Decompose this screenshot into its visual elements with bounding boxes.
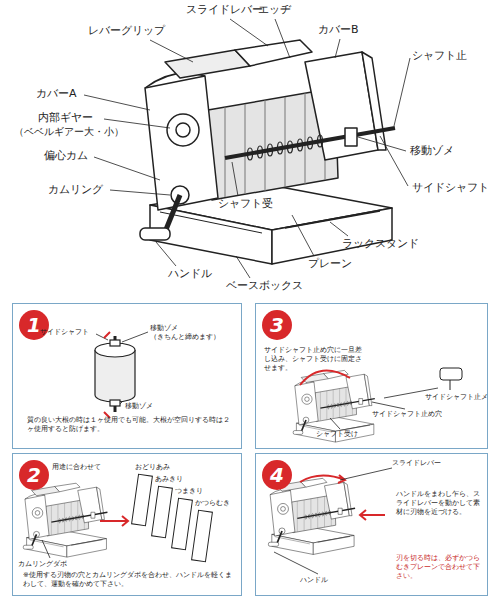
- part-label: 内部ギヤー: [38, 112, 93, 125]
- part-label: ラックスタンド: [342, 238, 419, 251]
- step-number: 4: [262, 460, 292, 490]
- part-label: 移動ゾメ: [125, 402, 153, 410]
- part-label: レバーグリップ: [88, 25, 165, 38]
- part-label: サイドシャフト止メ: [425, 393, 488, 401]
- instruction-text: ※使用する刃物の穴とカムリングダボを合わせ、ハンドルを軽くまわして、運動を確かめ…: [23, 571, 235, 589]
- part-label: シャフト止: [412, 50, 467, 63]
- instruction-text: 刃を切る時は、必ずかつらむきプレーンで合わせて下さい。: [396, 554, 484, 581]
- part-label: サイドシャフト: [40, 328, 89, 336]
- part-label: カバーB: [318, 24, 359, 37]
- instruction-text: サイドシャフト止め穴に一旦差し込み、シャフト受けに固定させます。: [264, 346, 364, 373]
- panel4-machine: [268, 478, 355, 554]
- part-label: スライドレバー: [392, 459, 441, 467]
- part-label: シャフト受け: [316, 430, 358, 438]
- panel4-arrows: [274, 468, 392, 574]
- panel-grounds: [12, 303, 488, 596]
- callout-number: 2: [27, 463, 41, 487]
- part-label: 偏心カム: [44, 150, 88, 163]
- panel2-machine: [23, 483, 107, 557]
- part-label: ハンドル: [300, 576, 328, 584]
- panel2-blades: [42, 474, 212, 561]
- part-label: 移動ゾメ: [410, 145, 454, 158]
- panel3-machine: [293, 370, 375, 442]
- part-label: 用途に合わせて: [52, 463, 101, 471]
- part-label: かつらむき: [195, 499, 230, 507]
- part-label: つまきり: [175, 487, 203, 495]
- callout-number: 4: [270, 463, 284, 487]
- callout-number: 1: [27, 313, 41, 337]
- part-label: おどりあみ: [135, 463, 170, 471]
- instruction-text: 質の良い大根の時は１ヶ使用でも可能。大根が空回りする時は２ヶ使用すると防げます。: [27, 416, 232, 434]
- part-label: （きちんと締めます）: [150, 334, 220, 341]
- part-label: プレーン: [308, 258, 352, 271]
- machine-drawing: [140, 40, 395, 264]
- part-label: シャフト受: [218, 198, 273, 211]
- part-label: あみきり: [155, 475, 183, 483]
- part-label: サイドシャフト: [412, 182, 489, 195]
- step-panel: ハンドルをまわし乍ら、スライドレバーを動かして素材に刃物を近づける。刃を切る時は…: [255, 453, 488, 596]
- callout-number: 3: [270, 313, 284, 337]
- instruction-text: ハンドルをまわし乍ら、スライドレバーを動かして素材に刃物を近づける。: [396, 490, 484, 517]
- part-label: サイドシャフト止め穴: [372, 410, 442, 418]
- part-label: カバーA: [36, 88, 77, 101]
- part-label: カムリング: [48, 184, 103, 197]
- part-label: ハンドル: [168, 268, 212, 281]
- step-panel: 質の良い大根の時は１ヶ使用でも可能。大根が空回りする時は２ヶ使用すると防げます。…: [12, 303, 242, 449]
- part-label: （ベベルギアー大・小）: [14, 126, 124, 138]
- part-label: 移動ゾメ: [150, 324, 178, 332]
- step-number: 2: [19, 460, 49, 490]
- step-panel: ※使用する刃物の穴とカムリングダボを合わせ、ハンドルを軽くまわして、運動を確かめ…: [12, 453, 242, 596]
- part-label: スライドレバー: [186, 4, 263, 17]
- part-label: ベースボックス: [226, 280, 303, 293]
- step-panel: サイドシャフト止め穴に一旦差し込み、シャフト受けに固定させます。 3: [255, 303, 488, 449]
- part-label: カムリングダボ: [18, 560, 67, 568]
- step-number: 3: [262, 310, 292, 340]
- part-label: エッヂ: [258, 4, 291, 17]
